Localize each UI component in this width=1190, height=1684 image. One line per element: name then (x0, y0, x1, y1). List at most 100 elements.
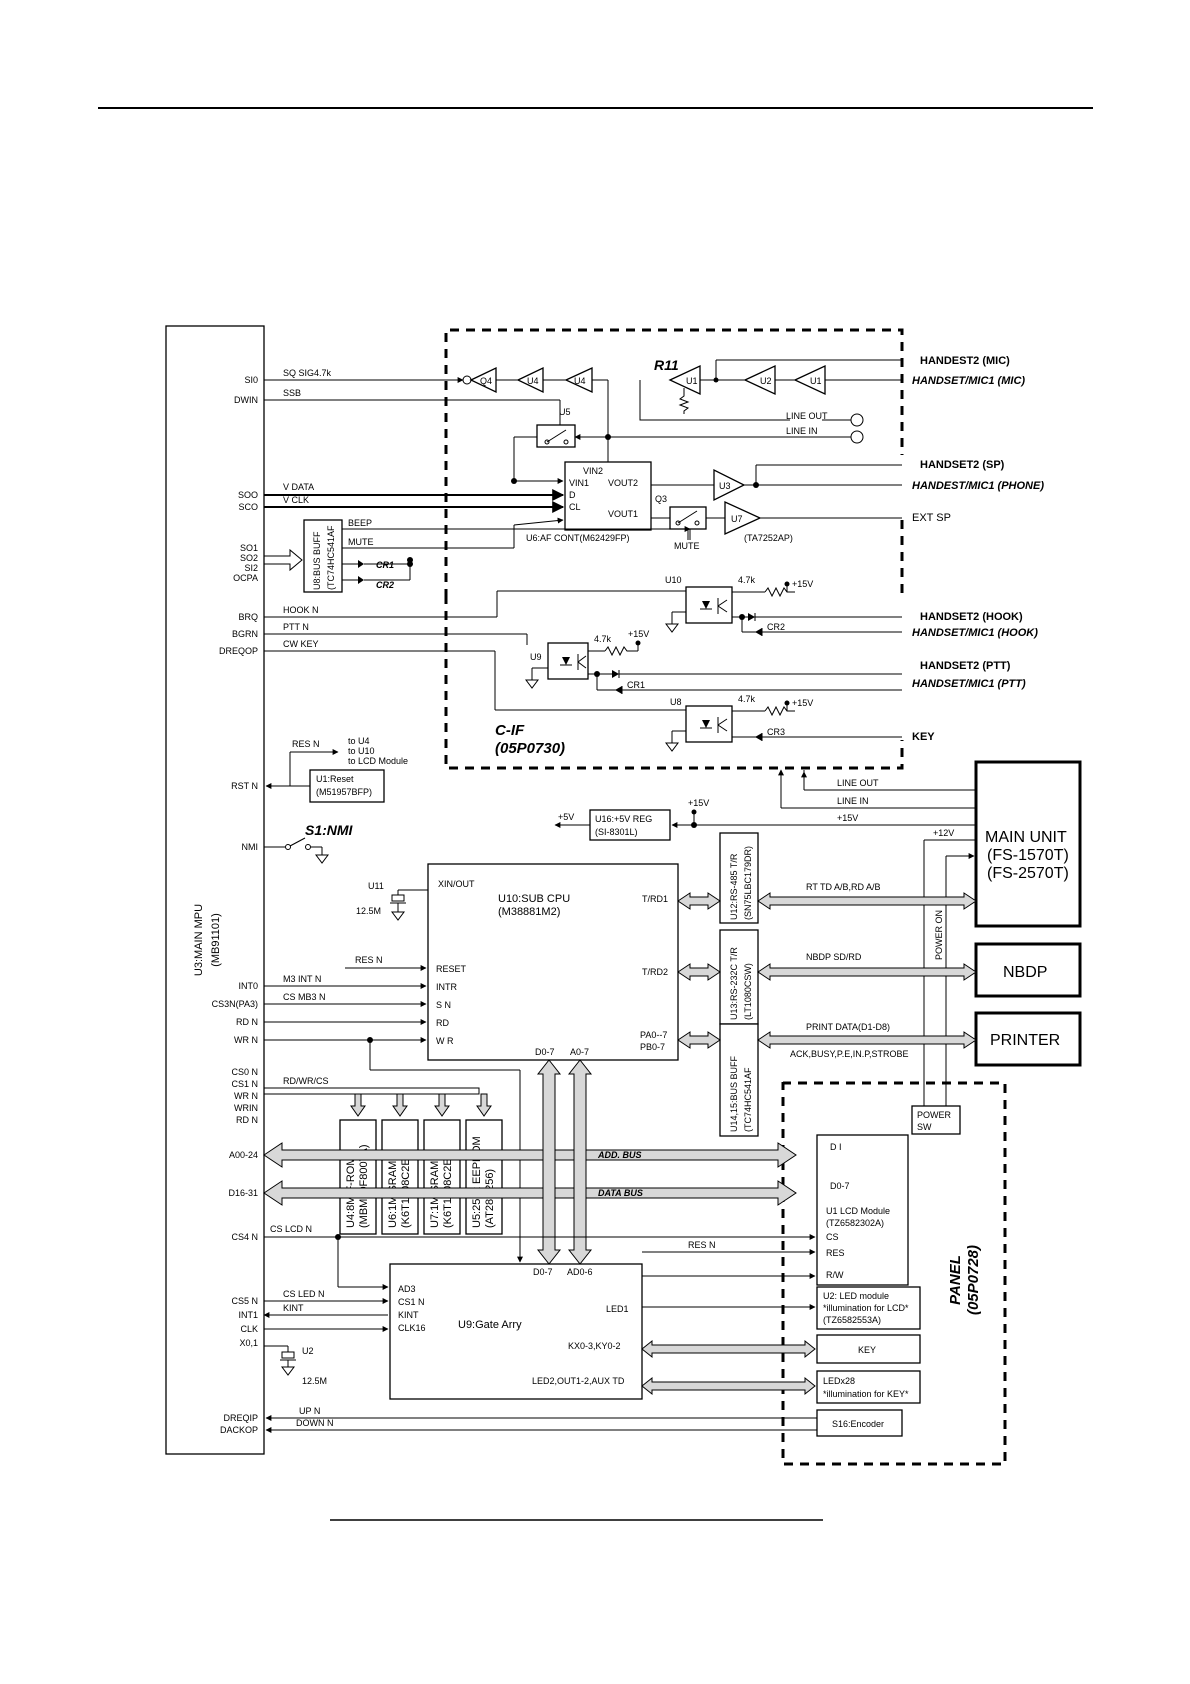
mpu-pin-label: DWIN (234, 395, 258, 405)
mute2-label: MUTE (674, 541, 700, 551)
u1-reset-part: (M51957BFP) (316, 787, 372, 797)
ledx28-2: *illumination for KEY* (823, 1389, 909, 1399)
mpu-pin-label: DREQOP (219, 646, 258, 656)
key-label: KEY (858, 1345, 876, 1355)
lcd-name: U1 LCD Module (826, 1206, 890, 1216)
u9-opto-label: U9 (530, 652, 542, 662)
q4-label: Q4 (480, 376, 492, 386)
u12-box (719, 832, 759, 924)
main-unit-box (974, 760, 1082, 928)
u4-label: U4 (527, 376, 539, 386)
mpu-pin-labels: SI0DWINSOOSCOSO1SO2SI2OCPABRQBGRNDREQOPR… (212, 375, 258, 1435)
csmb3-label: CS MB3 N (283, 992, 326, 1002)
mpu-pin-label: SOO (238, 490, 258, 500)
addbus-label: ADD. BUS (597, 1150, 642, 1160)
memory-chip-label: (MBM29F800TA) (358, 1144, 370, 1228)
mpu-pin-label: INT0 (238, 981, 258, 991)
m3int-label: M3 INT N (283, 974, 321, 984)
mpu-pin-label: RD N (236, 1115, 258, 1125)
u2-label: U2 (302, 1346, 314, 1356)
a07-label: A0-7 (570, 1047, 589, 1057)
u12-part: (SN75LBC179DR) (743, 846, 753, 920)
lcd-res: RES (826, 1248, 845, 1258)
u7-label: U7 (731, 514, 743, 524)
u10-sub-cpu (427, 863, 679, 1061)
nbdp-box (974, 942, 1082, 998)
u16-part: (SI-8301L) (595, 827, 638, 837)
nbdp-label: NBDP (1003, 964, 1047, 981)
printdata-label: PRINT DATA(D1-D8) (806, 1022, 890, 1032)
cwkey-label: CW KEY (283, 639, 319, 649)
lcd-d07: D0-7 (830, 1181, 850, 1191)
u6-af-cont (564, 461, 652, 531)
u11-label: U11 (368, 881, 384, 891)
kint-label: KINT (283, 1303, 304, 1313)
power-sw-box (911, 1105, 961, 1135)
u1a-label: U1 (686, 376, 698, 386)
intr-pin: INTR (436, 982, 457, 992)
u2-label: U2 (760, 376, 772, 386)
vin1: VIN1 (569, 478, 589, 488)
mpu-pin-label: CS5 N (231, 1296, 258, 1306)
mpu-pin-label: OCPA (233, 573, 258, 583)
rdwrcs-label: RD/WR/CS (283, 1076, 329, 1086)
out-key: KEY (912, 731, 935, 743)
d-pin: D (569, 490, 576, 500)
cr1b-label: CR1 (627, 680, 645, 690)
vout1: VOUT1 (608, 509, 638, 519)
u14-box (719, 1023, 759, 1137)
to-lcd: to LCD Module (348, 756, 408, 766)
mpu-pin-label: RD N (236, 1017, 258, 1027)
u14-part: (TC74HC541AF (743, 1067, 753, 1132)
mpu-pin-label: DREQIP (223, 1413, 258, 1423)
rd-pin: RD (436, 1018, 449, 1028)
u6-label: U6:AF CONT(M62429FP) (526, 533, 630, 543)
gate-kx: KX0-3,KY0-2 (568, 1341, 621, 1351)
mpu-pin-label: BGRN (232, 629, 258, 639)
u4b-label: U4 (574, 376, 586, 386)
u14-label: U14,15:BUS BUFF (729, 1055, 739, 1132)
poweron-label: POWER ON (934, 910, 944, 960)
u10-opto-label: U10 (665, 575, 682, 585)
vout2: VOUT2 (608, 478, 638, 488)
resn-cpu-label: RES N (355, 955, 383, 965)
u1-reset: U1:Reset (316, 774, 354, 784)
p15c-label: +15V (792, 698, 813, 708)
u8-opto-label: U8 (670, 697, 682, 707)
gate-ad06: AD0-6 (567, 1267, 593, 1277)
mpu-pin-label: WR N (234, 1035, 258, 1045)
upn-label: UP N (299, 1406, 320, 1416)
mpu-pin-label: X0,1 (239, 1338, 258, 1348)
cr2b-label: CR2 (767, 622, 785, 632)
ledmod-2: *illumination for LCD* (823, 1303, 909, 1313)
p15v-reg-label: +15V (688, 798, 709, 808)
resn-rst-label: RES N (292, 739, 320, 749)
u12-label: U12:RS-485 T/R (729, 853, 739, 920)
out-hs2-mic: HANDEST2 (MIC) (920, 355, 1010, 367)
vdata-label: V DATA (283, 482, 314, 492)
out-hsmic1-mic: HANDSET/MIC1 (MIC) (912, 375, 1025, 387)
cif-boundary (444, 328, 904, 598)
lineout-cif: LINE OUT (786, 411, 828, 421)
data-bus (263, 1180, 797, 1206)
hookn-label: HOOK N (283, 605, 319, 615)
ledmod-3: (TZ6582553A) (823, 1315, 881, 1325)
mpu-pin-label: SO1 (240, 543, 258, 553)
mpu-pin-label: CS1 N (231, 1079, 258, 1089)
lcd-module-box (816, 1134, 909, 1286)
mpu-pin-label: INT1 (238, 1310, 258, 1320)
u10-name: U10:SUB CPU (498, 893, 570, 905)
u8-buf-part: (TC74HC541AF (326, 525, 336, 590)
panel-part: (05P0728) (965, 1245, 982, 1315)
cif-part: (05P0730) (495, 740, 565, 757)
mpu-pin-label: SO2 (240, 553, 258, 563)
s16-encoder-box (816, 1409, 903, 1437)
mpu-pin-label: BRQ (238, 612, 258, 622)
u8-buf-label: U8:BUS BUFF (312, 531, 322, 590)
mpu-pin-label: CLK (240, 1324, 258, 1334)
rttd-label: RT TD A/B,RD A/B (806, 882, 881, 892)
lcd-cs: CS (826, 1232, 839, 1242)
pa07: PA0--7 (640, 1030, 667, 1040)
q3-label: Q3 (655, 494, 667, 504)
ledx28-1: LEDx28 (823, 1376, 855, 1386)
